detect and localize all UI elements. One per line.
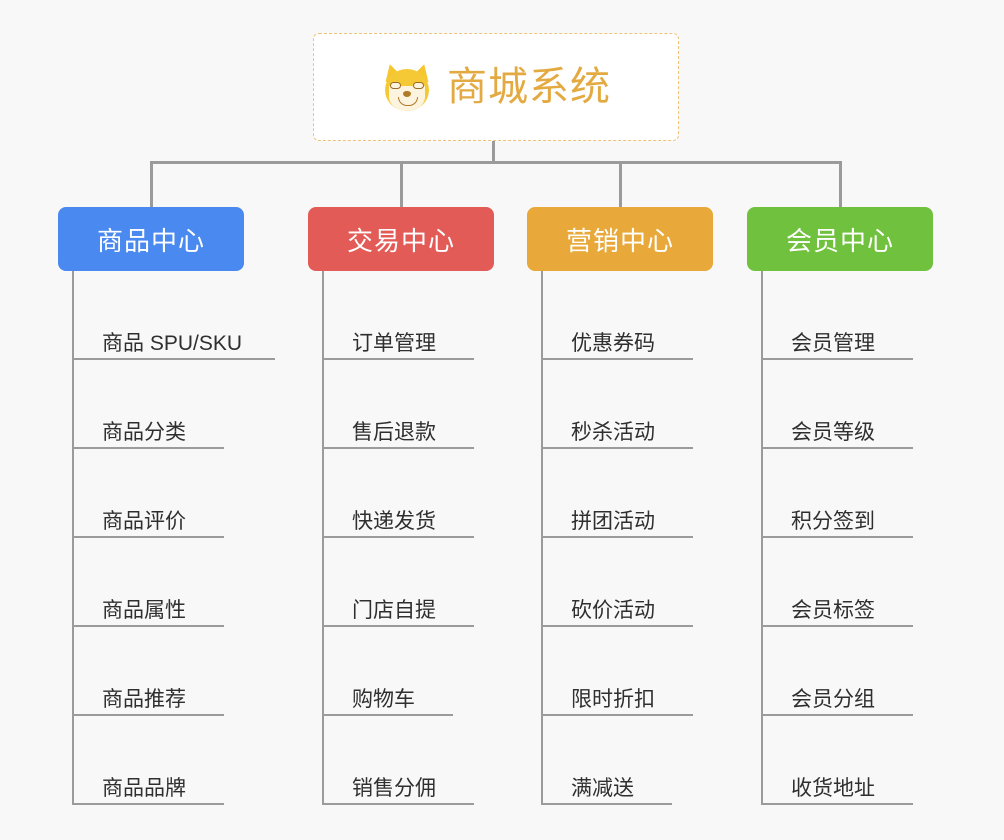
leaf-underline xyxy=(72,447,224,449)
connector-drop-2 xyxy=(619,161,622,207)
shiba-dog-face-icon xyxy=(381,61,433,111)
leaf-underline xyxy=(761,536,913,538)
leaf-label: 售后退款 xyxy=(352,421,436,444)
leaf-underline xyxy=(761,803,913,805)
leaf-item[interactable]: 限时折扣 xyxy=(527,627,713,716)
leaf-label: 商品 SPU/SKU xyxy=(102,332,243,355)
leaf-item[interactable]: 商品属性 xyxy=(58,538,244,627)
leaf-underline xyxy=(761,447,913,449)
leaf-list: 商品 SPU/SKU 商品分类商品评价商品属性商品推荐商品品牌 xyxy=(58,271,275,805)
leaf-underline xyxy=(72,358,275,360)
leaf-label: 收货地址 xyxy=(791,777,875,800)
leaf-underline xyxy=(761,358,913,360)
leaf-item[interactable]: 订单管理 xyxy=(308,271,494,360)
leaf-underline xyxy=(541,358,693,360)
leaf-item[interactable]: 商品推荐 xyxy=(58,627,244,716)
leaf-list: 优惠券码秒杀活动拼团活动砍价活动限时折扣满减送 xyxy=(527,271,713,805)
leaf-label: 订单管理 xyxy=(352,332,436,355)
leaf-label: 快递发货 xyxy=(352,510,436,533)
branch-column-3: 营销中心优惠券码秒杀活动拼团活动砍价活动限时折扣满减送 xyxy=(527,207,713,805)
leaf-label: 优惠券码 xyxy=(571,332,655,355)
leaf-list: 会员管理会员等级积分签到会员标签会员分组收货地址 xyxy=(747,271,933,805)
leaf-label: 会员管理 xyxy=(791,332,875,355)
leaf-label: 砍价活动 xyxy=(571,599,655,622)
leaf-underline xyxy=(322,803,474,805)
connector-drop-0 xyxy=(150,161,153,207)
leaf-item[interactable]: 商品品牌 xyxy=(58,716,244,805)
branch-header-2[interactable]: 交易中心 xyxy=(308,207,494,271)
leaf-item[interactable]: 销售分佣 xyxy=(308,716,494,805)
leaf-underline xyxy=(541,714,693,716)
leaf-underline xyxy=(322,536,474,538)
leaf-label: 销售分佣 xyxy=(352,777,436,800)
leaf-item[interactable]: 会员等级 xyxy=(747,360,933,449)
leaf-item[interactable]: 满减送 xyxy=(527,716,713,805)
leaf-underline xyxy=(322,447,474,449)
branch-column-4: 会员中心会员管理会员等级积分签到会员标签会员分组收货地址 xyxy=(747,207,933,805)
leaf-underline xyxy=(541,625,693,627)
leaf-item[interactable]: 积分签到 xyxy=(747,449,933,538)
connector-drop-3 xyxy=(839,161,842,207)
branch-trunk-1 xyxy=(72,271,74,805)
leaf-label: 商品品牌 xyxy=(102,777,186,800)
leaf-item[interactable]: 购物车 xyxy=(308,627,494,716)
leaf-label: 拼团活动 xyxy=(571,510,655,533)
branch-column-2: 交易中心订单管理售后退款快递发货门店自提购物车销售分佣 xyxy=(308,207,494,805)
leaf-item[interactable]: 会员标签 xyxy=(747,538,933,627)
leaf-underline xyxy=(322,625,474,627)
leaf-label: 积分签到 xyxy=(791,510,875,533)
leaf-label: 秒杀活动 xyxy=(571,421,655,444)
leaf-item[interactable]: 秒杀活动 xyxy=(527,360,713,449)
leaf-item[interactable]: 砍价活动 xyxy=(527,538,713,627)
leaf-label: 商品推荐 xyxy=(102,688,186,711)
branch-header-1[interactable]: 商品中心 xyxy=(58,207,244,271)
leaf-underline xyxy=(72,536,224,538)
leaf-label: 会员标签 xyxy=(791,599,875,622)
branch-header-4[interactable]: 会员中心 xyxy=(747,207,933,271)
leaf-label: 商品评价 xyxy=(102,510,186,533)
leaf-underline xyxy=(541,536,693,538)
leaf-label: 会员分组 xyxy=(791,688,875,711)
leaf-label: 商品属性 xyxy=(102,599,186,622)
branch-column-1: 商品中心商品 SPU/SKU 商品分类商品评价商品属性商品推荐商品品牌 xyxy=(58,207,275,805)
leaf-item[interactable]: 门店自提 xyxy=(308,538,494,627)
leaf-underline xyxy=(322,714,453,716)
leaf-underline xyxy=(72,803,224,805)
branch-trunk-3 xyxy=(541,271,543,805)
root-title: 商城系统 xyxy=(447,65,611,109)
leaf-item[interactable]: 商品 SPU/SKU xyxy=(58,271,275,360)
leaf-underline xyxy=(72,714,224,716)
leaf-underline xyxy=(541,803,672,805)
branch-header-3[interactable]: 营销中心 xyxy=(527,207,713,271)
leaf-item[interactable]: 商品分类 xyxy=(58,360,244,449)
leaf-label: 满减送 xyxy=(571,777,634,800)
leaf-list: 订单管理售后退款快递发货门店自提购物车销售分佣 xyxy=(308,271,494,805)
leaf-item[interactable]: 会员管理 xyxy=(747,271,933,360)
branch-trunk-4 xyxy=(761,271,763,805)
leaf-label: 限时折扣 xyxy=(571,688,655,711)
leaf-underline xyxy=(72,625,224,627)
leaf-label: 门店自提 xyxy=(352,599,436,622)
leaf-item[interactable]: 售后退款 xyxy=(308,360,494,449)
branch-trunk-2 xyxy=(322,271,324,805)
leaf-underline xyxy=(322,358,474,360)
leaf-item[interactable]: 收货地址 xyxy=(747,716,933,805)
leaf-label: 商品分类 xyxy=(102,421,186,444)
root-node[interactable]: 商城系统 xyxy=(313,33,679,141)
connector-bus xyxy=(150,161,840,164)
connector-drop-1 xyxy=(400,161,403,207)
leaf-label: 会员等级 xyxy=(791,421,875,444)
leaf-underline xyxy=(541,447,693,449)
leaf-item[interactable]: 快递发货 xyxy=(308,449,494,538)
leaf-item[interactable]: 拼团活动 xyxy=(527,449,713,538)
leaf-underline xyxy=(761,714,913,716)
connector-root-stub xyxy=(492,141,495,164)
leaf-item[interactable]: 会员分组 xyxy=(747,627,933,716)
leaf-underline xyxy=(761,625,913,627)
leaf-label: 购物车 xyxy=(352,688,415,711)
leaf-item[interactable]: 优惠券码 xyxy=(527,271,713,360)
leaf-item[interactable]: 商品评价 xyxy=(58,449,244,538)
